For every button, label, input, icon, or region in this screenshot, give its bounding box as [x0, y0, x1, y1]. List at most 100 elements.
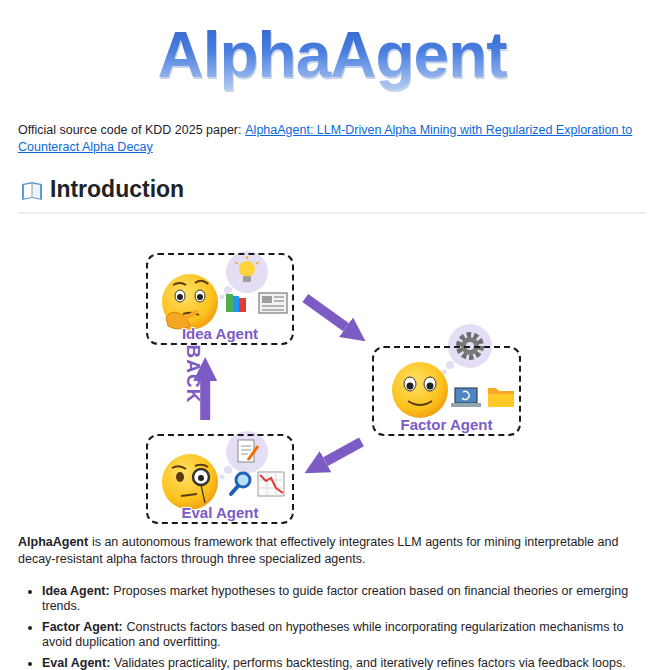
list-item: Idea Agent:Proposes market hypotheses to… [42, 584, 648, 614]
book-icon-part [22, 182, 42, 200]
gear-bubble [442, 324, 493, 375]
flow-arrow [305, 298, 346, 327]
section-heading: Introduction [50, 176, 184, 203]
source-line: Official source code of KDD 2025 paper:A… [18, 122, 648, 156]
monocle-face-part [198, 475, 204, 481]
books-icon-part [239, 298, 246, 312]
note-bubble-part [248, 446, 258, 460]
monocle-face-part [176, 472, 184, 482]
note-bubble-part [241, 446, 251, 447]
body-text: Proposes market hypotheses to guide fact… [42, 584, 628, 613]
bold-term: Eval Agent: [42, 656, 110, 670]
heading-text: Introduction [50, 176, 184, 202]
idea-bubble-part [235, 262, 238, 264]
chart-icon-part [267, 472, 268, 496]
chart-icon-part [276, 472, 277, 496]
chart-icon [258, 472, 284, 496]
note-bubble-part [226, 431, 268, 473]
note-bubble-part [238, 440, 254, 462]
folder-icon-part [488, 388, 514, 407]
newspaper-icon-part [274, 301, 284, 302]
idea-bubble-part [226, 251, 268, 293]
list-item: Factor Agent:Constructs factors based on… [42, 620, 648, 650]
monocle-face [162, 454, 218, 510]
magnifier-icon-part [231, 486, 238, 494]
list-item: Eval Agent:Validates practicality, perfo… [42, 656, 648, 670]
thinking-face-part [175, 290, 185, 302]
thinking-face-part [173, 283, 186, 285]
idea-bubble-part [256, 262, 259, 264]
monocle-face-part [193, 469, 209, 485]
idea-bubble-part [224, 286, 232, 294]
agent-name: Eval Agent [182, 504, 259, 521]
agent-box: Factor Agent [372, 346, 521, 436]
smiling-face-part [392, 362, 448, 418]
monocle-face-part [195, 465, 208, 467]
monocle-face-part [201, 485, 205, 503]
thinking-face-part [197, 294, 203, 300]
agent-box: Eval Agent [146, 434, 294, 524]
chart-icon-part [258, 472, 284, 496]
idea-bubble-part [246, 256, 248, 259]
source-text: Official source code of KDD 2025 paper: [18, 123, 242, 137]
thinking-face-part [177, 294, 183, 300]
newspaper-icon-part [274, 297, 284, 298]
book-icon-part [32, 184, 40, 199]
bold-term: Factor Agent: [42, 620, 123, 634]
note-bubble-part [224, 466, 232, 474]
book-icon-part [24, 184, 32, 199]
newspaper-icon-part [259, 293, 287, 313]
monocle-face-part [162, 454, 218, 510]
smiling-face-part [408, 401, 432, 405]
newspaper-icon [259, 293, 287, 313]
idea-bubble-part [239, 261, 255, 277]
smiling-face-part [407, 383, 414, 390]
heading-rule [18, 213, 646, 214]
thinking-face [162, 274, 218, 330]
logo-title: AlphaAgent [0, 18, 664, 92]
folder-icon-part [488, 394, 514, 407]
gear-bubble-part [446, 361, 454, 369]
idea-bubble-part [243, 276, 251, 282]
books-icon-part [233, 296, 239, 312]
thinking-face-part [195, 281, 208, 284]
edge-label: BACK [183, 345, 205, 404]
chart-icon-part [260, 475, 283, 493]
smiling-face-part [424, 377, 436, 391]
books-icon [226, 294, 246, 312]
laptop-icon-part [462, 391, 469, 399]
agent-name: Idea Agent [182, 325, 258, 342]
chart-icon-part [258, 488, 284, 489]
agent-box: Idea Agent [146, 253, 294, 345]
agent-list: Idea Agent:Proposes market hypotheses to… [18, 584, 648, 670]
smiling-face-part [404, 377, 416, 391]
body-text: Constructs factors based on hypotheses w… [42, 620, 623, 649]
thinking-face-part [195, 290, 205, 302]
folder-icon [488, 388, 514, 407]
smiling-face-part [427, 383, 434, 390]
book-icon [22, 182, 42, 200]
newspaper-icon-part [262, 296, 272, 303]
smiling-face [392, 362, 448, 418]
idea-bubble [220, 251, 269, 300]
note-bubble-part [241, 450, 251, 451]
book-icon-part [32, 183, 33, 198]
monocle-face-part [181, 494, 197, 496]
bold-term: Idea Agent: [42, 584, 110, 598]
idea-bubble-part [220, 295, 225, 300]
newspaper-icon-part [262, 306, 284, 307]
bold-term: AlphaAgent [18, 535, 88, 549]
newspaper-icon-part [262, 310, 284, 311]
laptop-icon [451, 388, 481, 407]
thinking-face-part [186, 312, 196, 318]
flow-arrow [326, 442, 362, 462]
note-bubble-part [220, 475, 225, 480]
body-text: is an autonomous framework that effectiv… [18, 535, 618, 566]
thinking-face-part [162, 274, 218, 330]
agent-name: Factor Agent [401, 416, 493, 433]
books-icon-part [226, 294, 233, 312]
laptop-icon-part [451, 403, 481, 407]
monocle-face-part [172, 466, 186, 469]
